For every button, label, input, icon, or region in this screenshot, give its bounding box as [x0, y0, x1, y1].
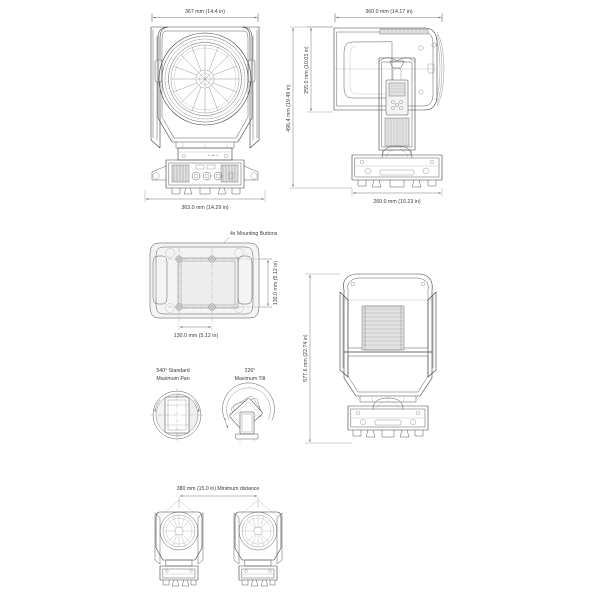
bottom-height-dimension: 130.0 mm (5.12 in)	[259, 258, 279, 308]
side-display-buttons	[391, 100, 403, 110]
front-base-feet	[171, 187, 241, 195]
bottom-base-view: 4x Mounting Buttons	[149, 231, 279, 339]
side-top-vents	[379, 28, 429, 35]
fixture-left-feet	[162, 579, 197, 587]
front-bottom-dimension: 363.0 mm (14.29 in)	[144, 190, 266, 211]
fixture-right-feet	[241, 579, 276, 587]
pan-label-line1: 540° Standard	[156, 368, 189, 374]
lens-ring-ticks	[166, 40, 244, 118]
front-top-dimension: 367 mm (14.4 in)	[151, 9, 259, 22]
tilt-label-line2: Maximum Tilt	[235, 376, 266, 382]
side-head-height-dimension: 255.0 mm (10.03 in)	[304, 26, 333, 113]
fixture-right	[233, 511, 283, 587]
rear-view: 577.6 mm (22.74 in)	[303, 273, 437, 444]
side-yoke-fins	[384, 117, 410, 147]
rear-heatsink	[361, 305, 405, 351]
bottom-width-dimension: 130.0 mm (5.12 in)	[174, 326, 219, 339]
tilt-diagram: 226° Maximum Tilt	[222, 368, 275, 442]
pan-diagram: 540° Standard Maximum Pan	[150, 368, 204, 442]
side-overall-height-label: 496.4 mm (19.49 in)	[286, 84, 292, 132]
front-top-dimension-label: 367 mm (14.4 in)	[185, 9, 225, 15]
front-base-marking: ◦ ─ ◦	[208, 153, 219, 159]
minimum-distance-view: 380 mm (15.0 in) Minimum distance	[154, 486, 283, 587]
pan-label-line2: Maximum Pan	[156, 376, 189, 382]
pan-centerlines	[150, 388, 204, 442]
rear-height-dimension: 577.6 mm (22.74 in)	[303, 273, 352, 444]
front-bottom-dimension-label: 363.0 mm (14.29 in)	[181, 205, 229, 211]
rear-height-dimension-label: 577.6 mm (22.74 in)	[303, 334, 309, 382]
mounting-buttons-label: 4x Mounting Buttons	[230, 231, 278, 237]
side-overall-height-dimension: 496.4 mm (19.49 in)	[286, 26, 352, 189]
tilt-label-line1: 226°	[245, 368, 256, 374]
side-view: 360.0 mm (14.17 in) 496.4 mm (19.49 in) …	[286, 9, 445, 205]
bottom-width-dimension-label: 130.0 mm (5.12 in)	[174, 333, 219, 339]
fixture-left	[154, 511, 204, 587]
mounting-centerlines	[168, 248, 272, 330]
side-top-dimension-label: 360.0 mm (14.17 in)	[365, 9, 413, 15]
front-base-vents	[171, 164, 239, 183]
side-base-dimension-label: 260.0 mm (10.23 in)	[373, 199, 421, 205]
side-top-dimension: 360.0 mm (14.17 in)	[334, 9, 443, 22]
rear-base-feet	[352, 429, 424, 438]
minimum-distance-label: 380 mm (15.0 in) Minimum distance	[177, 486, 260, 492]
side-head-height-label: 255.0 mm (10.03 in)	[304, 46, 310, 94]
front-view: 367 mm (14.4 in)	[144, 9, 266, 211]
lens-center-star	[197, 71, 213, 87]
lens-segments	[171, 45, 239, 113]
minimum-distance-dimension: 380 mm (15.0 in) Minimum distance	[177, 486, 260, 508]
side-lens-edge	[435, 31, 445, 107]
side-base-dimension: 260.0 mm (10.23 in)	[351, 188, 443, 205]
bottom-height-dimension-label: 130.0 mm (5.12 in)	[273, 261, 279, 306]
side-display-screen-lines	[390, 85, 404, 93]
